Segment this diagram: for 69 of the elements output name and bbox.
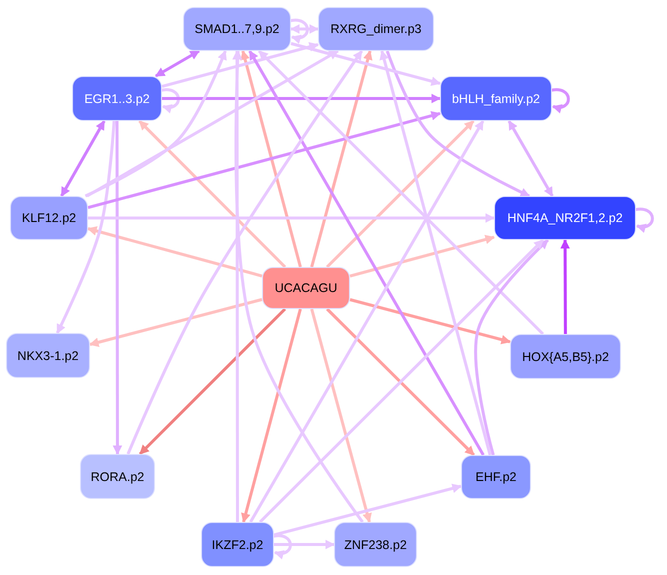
arrow	[89, 298, 262, 347]
arrow	[240, 50, 302, 268]
node-label: EHF.p2	[476, 470, 516, 484]
node-label: HOX{A5,B5}.p2	[522, 350, 609, 364]
arrow	[86, 50, 339, 198]
arrow	[249, 120, 484, 523]
node-label: RORA.p2	[90, 470, 144, 484]
factor-box	[183, 7, 291, 51]
node-label: RXRG_dimer.p3	[330, 22, 422, 36]
arrow	[112, 121, 122, 455]
arrow	[474, 238, 549, 456]
arrow	[380, 50, 492, 456]
factor-box	[510, 334, 621, 379]
node-label: SMAD1..7,9.p2	[194, 22, 280, 36]
arrow	[326, 308, 475, 456]
node-label: HNF4A_NR2F1,2.p2	[507, 211, 623, 225]
factor-box	[10, 196, 88, 240]
arrow	[155, 50, 200, 78]
arrow	[248, 50, 485, 456]
arrow	[258, 50, 544, 336]
arrow	[560, 239, 570, 334]
factor-box	[461, 455, 531, 499]
arrow	[87, 226, 262, 278]
node-label: KLF12.p2	[22, 211, 76, 225]
self-loop-arrow	[160, 88, 180, 113]
factor-box	[318, 7, 434, 51]
arrow	[232, 50, 242, 522]
arrow	[290, 42, 441, 86]
factor-box	[494, 196, 636, 240]
factor-box	[72, 76, 162, 121]
arrow	[350, 234, 495, 278]
arrow	[508, 120, 554, 197]
self-loop-arrow	[288, 18, 309, 44]
arrow	[259, 238, 544, 524]
arrow	[326, 120, 474, 268]
node-label: EGR1..3.p2	[84, 92, 150, 106]
motif-box	[262, 267, 350, 309]
arrow	[232, 50, 364, 523]
arrow	[138, 308, 286, 456]
factor-box	[80, 454, 155, 499]
arrow	[88, 111, 441, 210]
arrow	[274, 484, 462, 536]
arrow	[310, 308, 372, 523]
node-label: IKZF2.p2	[212, 538, 264, 552]
arrow	[310, 50, 372, 268]
node-label: NKX3-1.p2	[17, 348, 79, 362]
node-label: bHLH_family.p2	[452, 92, 540, 106]
arrow	[162, 42, 319, 88]
factor-box	[201, 522, 274, 567]
arrow	[162, 94, 441, 104]
arrow	[56, 120, 116, 334]
arrow	[350, 298, 511, 344]
node-label: UCACAGU	[274, 281, 338, 295]
arrow	[138, 120, 286, 268]
factor-box	[6, 333, 90, 378]
arrow	[88, 213, 495, 223]
arrow	[84, 50, 227, 198]
self-loop-arrow	[550, 88, 570, 113]
self-loop-arrow	[634, 208, 654, 232]
arrow	[290, 24, 319, 34]
arrow	[126, 50, 363, 455]
arrow	[386, 50, 530, 198]
node-label: ZNF238.p2	[344, 538, 407, 552]
arrow	[274, 540, 335, 550]
factor-box	[440, 76, 552, 121]
factor-box	[334, 522, 417, 567]
self-loop-arrow	[272, 534, 292, 559]
arrow	[241, 308, 302, 523]
arrow	[60, 120, 106, 197]
